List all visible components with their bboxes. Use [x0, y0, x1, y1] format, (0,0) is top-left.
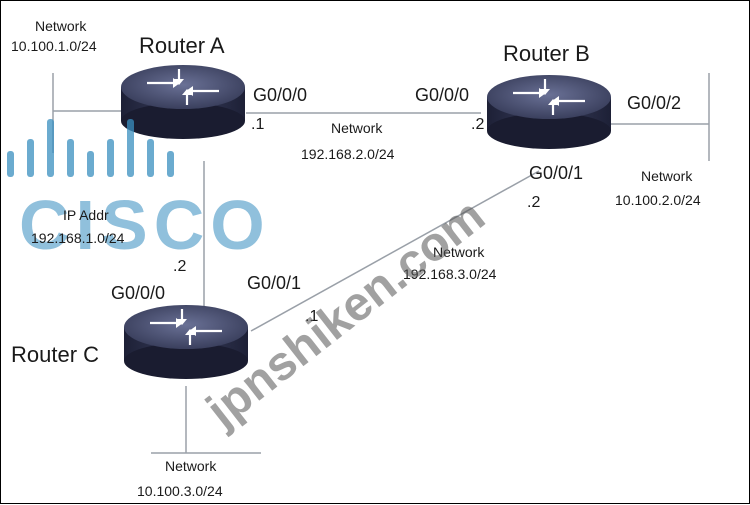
router-b-g002-label: G0/0/2 — [627, 93, 681, 113]
net-c-lan-label: Network — [165, 458, 217, 474]
host-a-to-b: .1 — [251, 116, 264, 133]
net-b-c-address: 192.168.3.0/24 — [403, 266, 497, 282]
router-c-g000-label: G0/0/0 — [111, 283, 165, 303]
router-a-icon[interactable] — [119, 63, 247, 141]
cisco-logo-watermark: CISCO — [7, 119, 271, 264]
router-b-label: Router B — [503, 41, 590, 66]
net-a-lan-label: Network — [35, 18, 87, 34]
net-a-lan-address: 10.100.1.0/24 — [11, 38, 97, 54]
net-b-lan-address: 10.100.2.0/24 — [615, 192, 701, 208]
net-a-c-address: 192.168.1.0/24 — [31, 230, 125, 246]
net-a-b-label: Network — [331, 120, 383, 136]
net-a-b-address: 192.168.2.0/24 — [301, 146, 395, 162]
router-b-g001-label: G0/0/1 — [529, 163, 583, 183]
host-b-to-c: .2 — [527, 194, 540, 211]
net-a-c-label: IP Addr — [63, 207, 109, 223]
net-c-lan-address: 10.100.3.0/24 — [137, 483, 223, 499]
router-c-icon[interactable] — [122, 303, 250, 381]
host-c-to-b: .1 — [305, 308, 318, 325]
cisco-watermark-text: CISCO — [19, 186, 271, 264]
link-b-c — [250, 170, 540, 332]
router-a-label: Router A — [139, 33, 225, 58]
router-a-g000-label: G0/0/0 — [253, 85, 307, 105]
host-b-to-a: .2 — [471, 116, 484, 133]
router-b-g000-label: G0/0/0 — [415, 85, 469, 105]
router-c-g001-label: G0/0/1 — [247, 273, 301, 293]
router-b-icon[interactable] — [485, 73, 613, 151]
router-c-label: Router C — [11, 342, 99, 367]
host-c-to-a: .2 — [173, 258, 186, 275]
net-b-c-label: Network — [433, 244, 485, 260]
net-b-lan-label: Network — [641, 168, 693, 184]
